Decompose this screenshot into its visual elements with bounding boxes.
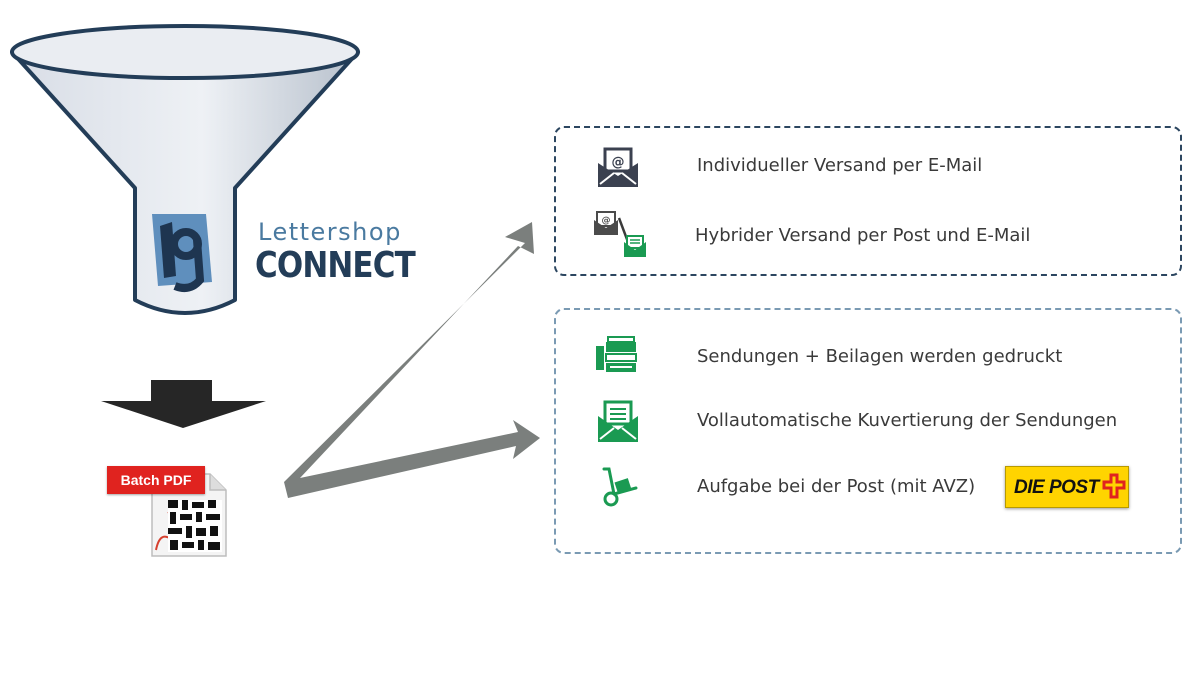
- dg-logo-mark: [152, 214, 212, 292]
- envelope-letter-icon: [598, 400, 638, 442]
- down-arrow: [101, 380, 266, 428]
- die-post-logo-text: DIE POST: [1014, 477, 1099, 498]
- swiss-cross-icon: [1102, 473, 1126, 499]
- post-item-1-label: Sendungen + Beilagen werden gedruckt: [697, 346, 1063, 367]
- post-dispatch-box: [554, 308, 1182, 554]
- logo-lettershop-text: Lettershop: [258, 218, 402, 246]
- post-item-3-label: Aufgabe bei der Post (mit AVZ): [697, 476, 976, 497]
- svg-text:@: @: [612, 155, 625, 170]
- branch-arrows: [284, 222, 540, 498]
- email-item-1-label: Individueller Versand per E-Mail: [697, 155, 983, 176]
- email-dispatch-box: [554, 126, 1182, 276]
- batch-pdf-label: Batch PDF: [107, 466, 205, 494]
- email-item-2-label: Hybrider Versand per Post und E-Mail: [695, 225, 1031, 246]
- hand-truck-icon: [602, 467, 638, 507]
- die-post-logo: DIE POST: [1005, 466, 1129, 508]
- batch-pdf-icon: [151, 473, 227, 557]
- envelope-at-icon: @: [598, 147, 638, 187]
- hybrid-mail-icon: @: [594, 211, 646, 257]
- printer-icon: [596, 336, 637, 372]
- logo-connect-text: CONNECT: [255, 245, 416, 286]
- post-item-2-label: Vollautomatische Kuvertierung der Sendun…: [697, 410, 1118, 431]
- svg-text:@: @: [602, 216, 611, 226]
- funnel-icon: [10, 24, 360, 315]
